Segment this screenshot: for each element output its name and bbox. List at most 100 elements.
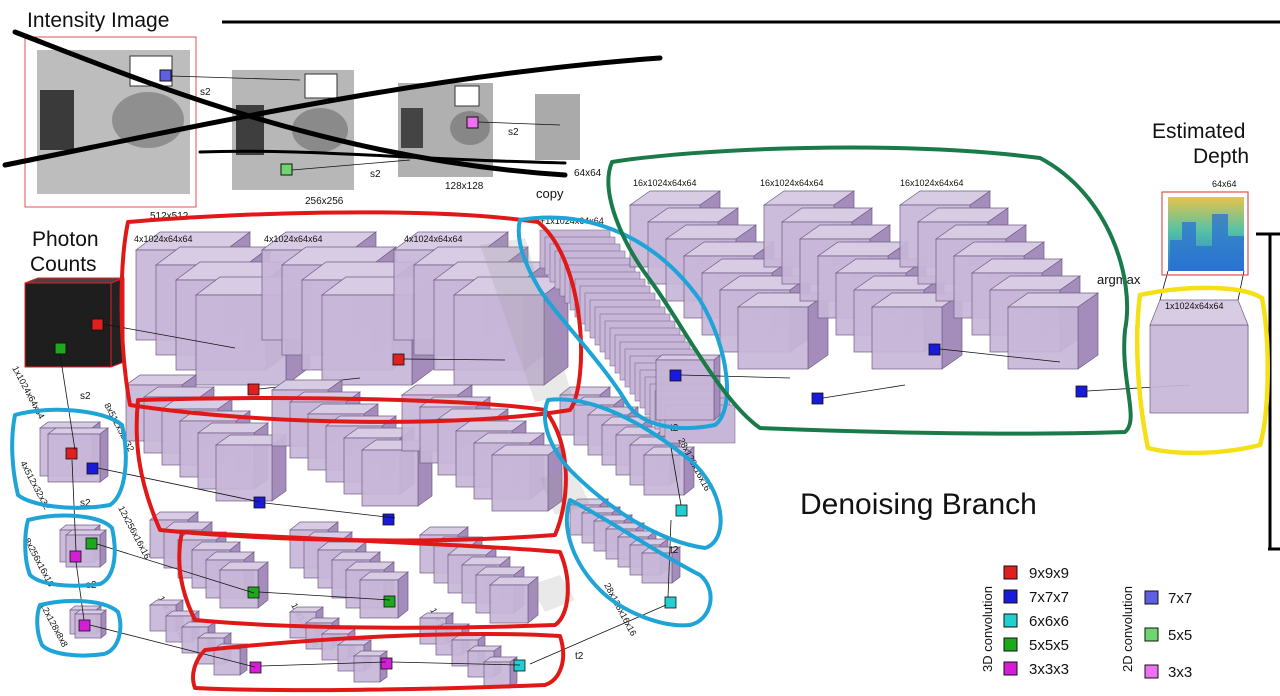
annotation-red-outline bbox=[119, 210, 584, 424]
legend-swatch-3d bbox=[1003, 565, 1018, 580]
photon-title: Counts bbox=[30, 253, 97, 276]
size-label: 512x512 bbox=[150, 211, 189, 222]
concatenated-output-block bbox=[655, 354, 721, 421]
denoising-branch-title: Denoising Branch bbox=[800, 488, 1037, 521]
stride-label: s2 bbox=[508, 127, 519, 138]
conv-kernel-7x7x7 bbox=[382, 513, 395, 526]
block-top bbox=[59, 524, 101, 531]
feature-block bbox=[870, 292, 964, 370]
conv-kernel-7x7x7 bbox=[811, 392, 824, 405]
depth-title: Estimated bbox=[1152, 120, 1245, 143]
conv-kernel-7x7 bbox=[159, 69, 172, 82]
size-label: 1x1024x64x64 bbox=[1165, 301, 1224, 311]
intensity-title: Intensity Image bbox=[27, 9, 169, 32]
conv-kernel-7x7x7 bbox=[253, 496, 266, 509]
block-top bbox=[38, 421, 102, 429]
block-face bbox=[643, 454, 685, 496]
block-face bbox=[353, 655, 381, 683]
photon-title: Photon bbox=[32, 228, 99, 251]
transpose-stride-label: t2 bbox=[670, 545, 679, 556]
conv-kernel-6x6x6 bbox=[664, 596, 677, 609]
output-block bbox=[1149, 324, 1249, 414]
conv-kernel-9x9x9 bbox=[91, 318, 104, 331]
legend-swatch-3d bbox=[1003, 661, 1018, 676]
checkerboard-icon bbox=[454, 85, 480, 107]
size-label: 12x256x16x16 bbox=[116, 504, 152, 560]
connector-line bbox=[1159, 270, 1169, 301]
legend-label-3d: 9x9x9 bbox=[1029, 565, 1069, 582]
feature-block bbox=[489, 576, 539, 624]
intensity-frame bbox=[24, 36, 197, 208]
stride-label: s2 bbox=[370, 169, 381, 180]
encoder-level-2-group-3 bbox=[400, 384, 564, 512]
block-side bbox=[99, 529, 107, 568]
skip-connection-shade bbox=[480, 238, 572, 402]
block-top bbox=[46, 427, 110, 435]
size-label: 64x64 bbox=[574, 168, 602, 179]
layer-size-label: 16x1024x64x64 bbox=[633, 178, 697, 188]
connector-line bbox=[59, 353, 76, 451]
conv-kernel-3x3x3 bbox=[249, 661, 262, 674]
annotation-cyan-outline bbox=[10, 407, 128, 510]
legend-label-2d: 7x7 bbox=[1168, 590, 1192, 607]
encoder-level-2-group-1 bbox=[124, 374, 288, 502]
layer-size-label: 4x1024x64x64 bbox=[134, 234, 193, 244]
argmax-label: argmax bbox=[1097, 272, 1141, 287]
annotation-red-outline bbox=[177, 530, 570, 630]
checkerboard-icon bbox=[304, 73, 338, 99]
connector-line bbox=[258, 591, 391, 601]
legend-label-2d: 5x5 bbox=[1168, 627, 1192, 644]
dense-block-group-3 bbox=[898, 190, 1100, 370]
conv-kernel-3x3x3 bbox=[78, 619, 91, 632]
legend-swatch-3d bbox=[1003, 637, 1018, 652]
annotation-cyan-outline bbox=[23, 513, 117, 588]
copy-label: copy bbox=[536, 186, 564, 201]
annotation-red-outline bbox=[191, 631, 566, 693]
annotation-yellow-outline bbox=[1134, 285, 1271, 456]
connector-line bbox=[102, 323, 236, 349]
legend-heading-3d: 3D convolution bbox=[980, 586, 995, 672]
legend-swatch-2d bbox=[1144, 590, 1159, 605]
block-face bbox=[871, 306, 943, 370]
encoder-level-2 bbox=[38, 421, 110, 483]
annotation-cross-stroke bbox=[198, 149, 567, 165]
conv-kernel-5x5x5 bbox=[54, 342, 67, 355]
block-face bbox=[1007, 306, 1079, 370]
legend-label-3d: 3x3x3 bbox=[1029, 661, 1069, 678]
layer-size-label: 16x1024x64x64 bbox=[900, 178, 964, 188]
connector-line bbox=[822, 384, 906, 399]
conv-kernel-7x7x7 bbox=[86, 462, 99, 475]
legend-heading-2d: 2D convolution bbox=[1120, 586, 1135, 672]
legend-label-3d: 5x5x5 bbox=[1029, 637, 1069, 654]
block-face bbox=[1149, 324, 1249, 414]
depth-map-silhouettes bbox=[1170, 214, 1244, 271]
connector-line bbox=[391, 661, 521, 666]
conv-kernel-5x5 bbox=[280, 163, 293, 176]
connector-line bbox=[477, 121, 561, 126]
objects-shape bbox=[40, 90, 74, 150]
block-face bbox=[489, 584, 529, 624]
block-top bbox=[65, 529, 107, 536]
annotation-red-outline bbox=[134, 396, 568, 543]
block-face bbox=[361, 449, 419, 507]
annotation-cyan-outline bbox=[35, 598, 123, 658]
connector-line bbox=[170, 75, 301, 81]
encoder-level-4-group-1 bbox=[148, 599, 249, 676]
conv-kernel-3x3x3 bbox=[380, 657, 393, 670]
connector-line bbox=[96, 543, 255, 594]
legend-swatch-2d bbox=[1144, 627, 1159, 642]
legend-label-3d: 6x6x6 bbox=[1029, 613, 1069, 630]
conv-kernel-3x3x3 bbox=[69, 550, 82, 563]
connector-line bbox=[939, 348, 1061, 363]
feature-block bbox=[46, 427, 110, 483]
size-label: 28x128x16x16 bbox=[602, 581, 638, 637]
annotation-cyan-outline bbox=[543, 397, 723, 550]
block-side bbox=[239, 643, 248, 676]
conv-kernel-7x7x7 bbox=[1075, 385, 1088, 398]
legend-swatch-2d bbox=[1144, 664, 1159, 679]
block-face bbox=[491, 454, 549, 512]
transpose-stride-label: t2 bbox=[575, 651, 584, 662]
block-top bbox=[655, 354, 721, 361]
encoder-level-1-group-2 bbox=[260, 231, 438, 386]
